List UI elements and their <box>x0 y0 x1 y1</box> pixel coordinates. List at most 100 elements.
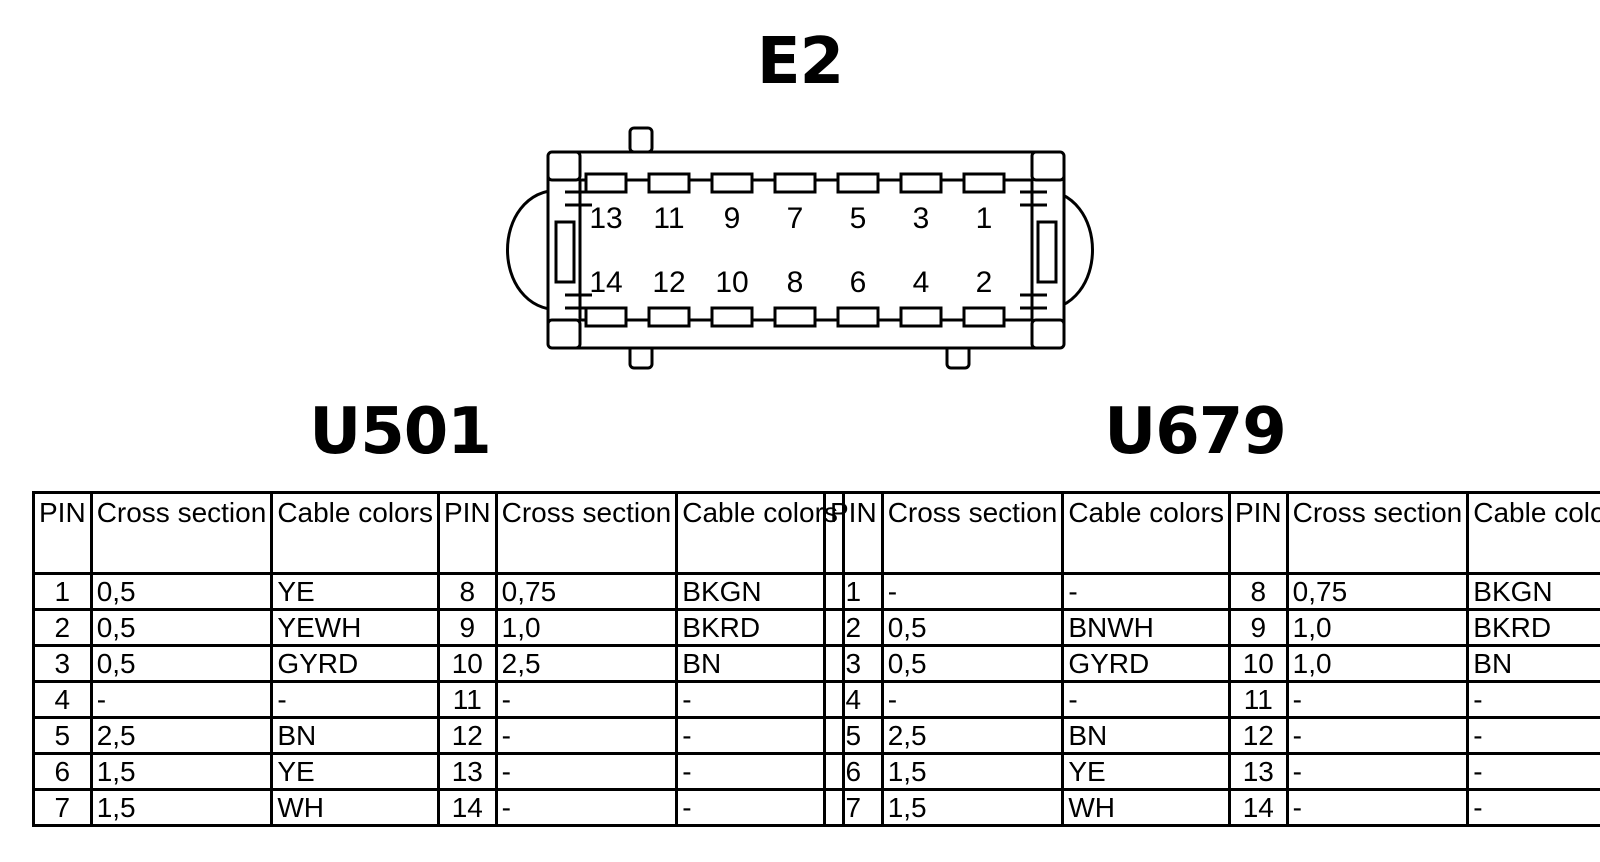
pin-cell: 14 <box>436 788 498 827</box>
pin-cell: 6 <box>823 752 884 791</box>
column-header: Cable colors <box>675 491 845 575</box>
table-title-u679: U679 <box>1104 395 1287 469</box>
pin-cell: 7 <box>823 788 884 827</box>
cross-section-cell: 2,5 <box>494 644 679 683</box>
cable-color-cell: - <box>1061 680 1231 719</box>
cable-color-cell: YE <box>270 752 440 791</box>
table-row: 4--11-- <box>32 680 845 719</box>
cross-section-cell: 1,5 <box>89 788 274 827</box>
cable-color-cell: - <box>675 752 845 791</box>
cable-color-cell: GYRD <box>1061 644 1231 683</box>
pin-label: 13 <box>589 202 622 235</box>
pin-label: 12 <box>652 266 685 299</box>
column-header: Cross section <box>880 491 1065 575</box>
column-header: Cross section <box>89 491 274 575</box>
cross-section-cell: - <box>494 752 679 791</box>
cross-section-cell: - <box>1285 716 1470 755</box>
pin-slot <box>710 172 754 194</box>
cross-section-cell: 1,0 <box>1285 608 1470 647</box>
table-title-u501: U501 <box>309 395 492 469</box>
connector-title: E2 <box>756 25 844 99</box>
pin-slot <box>584 172 628 194</box>
column-header: Cross section <box>1285 491 1470 575</box>
cable-color-cell: BN <box>270 716 440 755</box>
pin-label: 11 <box>653 202 684 235</box>
cable-color-cell: BN <box>675 644 845 683</box>
pin-cell: 12 <box>436 716 498 755</box>
pin-cell: 6 <box>32 752 93 791</box>
pin-cell: 8 <box>1227 572 1289 611</box>
cross-section-cell: 1,5 <box>880 788 1065 827</box>
cable-color-cell: - <box>675 680 845 719</box>
pin-cell: 7 <box>32 788 93 827</box>
pin-slot <box>773 306 817 328</box>
column-header: Cross section <box>494 491 679 575</box>
pin-cell: 1 <box>823 572 884 611</box>
pin-cell: 9 <box>1227 608 1289 647</box>
cable-color-cell: BN <box>1466 644 1600 683</box>
pin-cell: 2 <box>32 608 93 647</box>
cable-color-cell: BKRD <box>675 608 845 647</box>
pin-cell: 8 <box>436 572 498 611</box>
corner-post <box>1030 150 1066 182</box>
pin-label: 6 <box>850 266 867 299</box>
pin-label: 3 <box>913 202 930 235</box>
cross-section-cell: 0,5 <box>880 644 1065 683</box>
cable-color-cell: - <box>1466 752 1600 791</box>
cable-color-cell: - <box>1466 788 1600 827</box>
column-header: PIN <box>436 491 498 575</box>
cross-section-cell: 0,75 <box>1285 572 1470 611</box>
cross-section-cell: 1,5 <box>880 752 1065 791</box>
cable-color-cell: BKRD <box>1466 608 1600 647</box>
pin-label: 9 <box>724 202 741 235</box>
cross-section-cell: - <box>494 680 679 719</box>
pin-cell: 13 <box>436 752 498 791</box>
pin-slot <box>836 172 880 194</box>
cross-section-cell: - <box>494 788 679 827</box>
cross-section-cell: - <box>1285 680 1470 719</box>
column-header: Cable colors <box>1466 491 1600 575</box>
cable-color-cell: GYRD <box>270 644 440 683</box>
cross-section-cell: 0,75 <box>494 572 679 611</box>
pin-cell: 4 <box>32 680 93 719</box>
pin-cell: 11 <box>1227 680 1289 719</box>
pin-cell: 12 <box>1227 716 1289 755</box>
pin-label: 1 <box>976 202 993 235</box>
pin-slot <box>836 306 880 328</box>
cross-section-cell: - <box>880 680 1065 719</box>
cable-color-cell: - <box>675 716 845 755</box>
pin-label: 8 <box>787 266 804 299</box>
cross-section-cell: 1,5 <box>89 752 274 791</box>
pin-cell: 13 <box>1227 752 1289 791</box>
pin-cell: 3 <box>823 644 884 683</box>
connector-tab <box>628 126 654 154</box>
pin-cell: 9 <box>436 608 498 647</box>
column-header: PIN <box>823 491 884 575</box>
pin-slot <box>710 306 754 328</box>
corner-post <box>546 318 582 350</box>
pin-slot <box>584 306 628 328</box>
cross-section-cell: 0,5 <box>89 608 274 647</box>
cable-color-cell: - <box>675 788 845 827</box>
pin-slot <box>899 306 943 328</box>
cross-section-cell: - <box>880 572 1065 611</box>
cable-color-cell: YEWH <box>270 608 440 647</box>
pin-cell: 14 <box>1227 788 1289 827</box>
cable-color-cell: - <box>1466 680 1600 719</box>
cross-section-cell: 0,5 <box>89 644 274 683</box>
cable-color-cell: - <box>270 680 440 719</box>
pin-cell: 5 <box>823 716 884 755</box>
column-header: Cable colors <box>1061 491 1231 575</box>
cross-section-cell: - <box>1285 752 1470 791</box>
pin-label: 4 <box>913 266 930 299</box>
pin-slot <box>647 172 691 194</box>
cable-color-cell: - <box>1061 572 1231 611</box>
